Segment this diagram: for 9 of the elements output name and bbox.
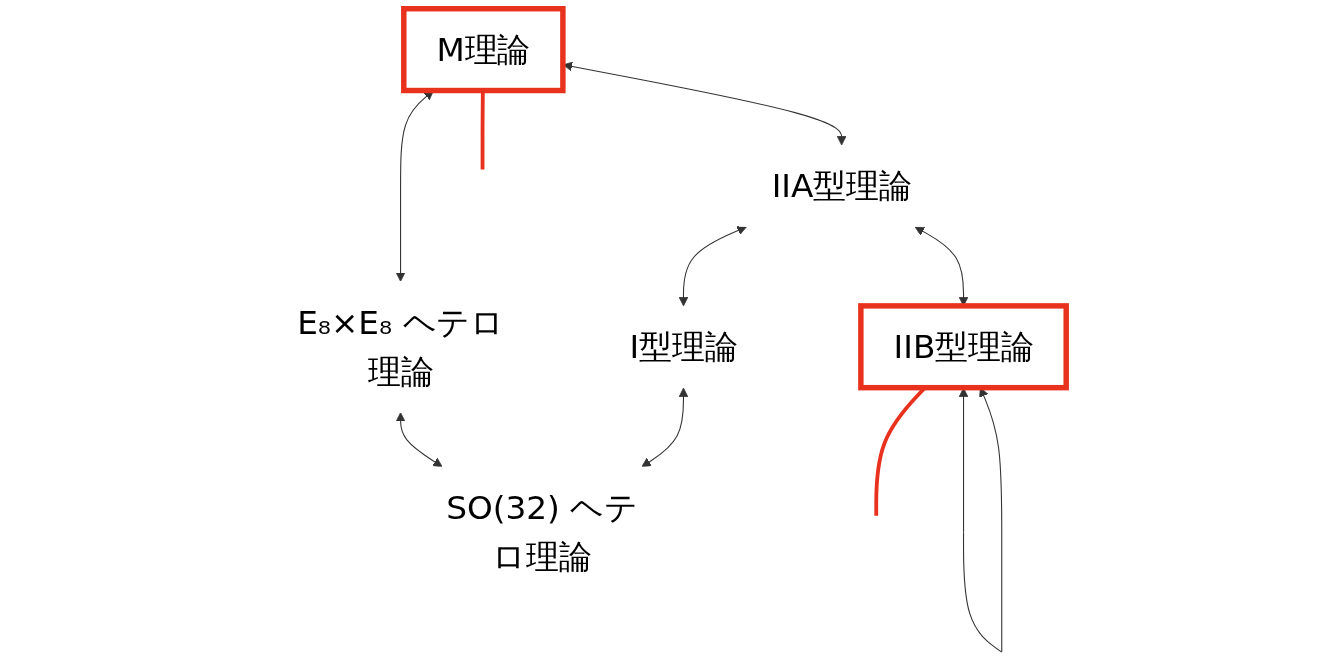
node-text: I型理論 — [629, 327, 738, 366]
arrow — [395, 412, 443, 468]
node-box: IIB型理論 — [858, 303, 1069, 391]
node-box: M理論 — [401, 6, 566, 94]
node-text: IIA型理論 — [771, 166, 912, 206]
node-text: E₈×E₈ ヘテロ理論 — [297, 303, 504, 391]
node-text: SO(32) ヘテロ理論 — [446, 488, 638, 576]
arrow — [678, 226, 747, 307]
arrow — [641, 387, 689, 468]
